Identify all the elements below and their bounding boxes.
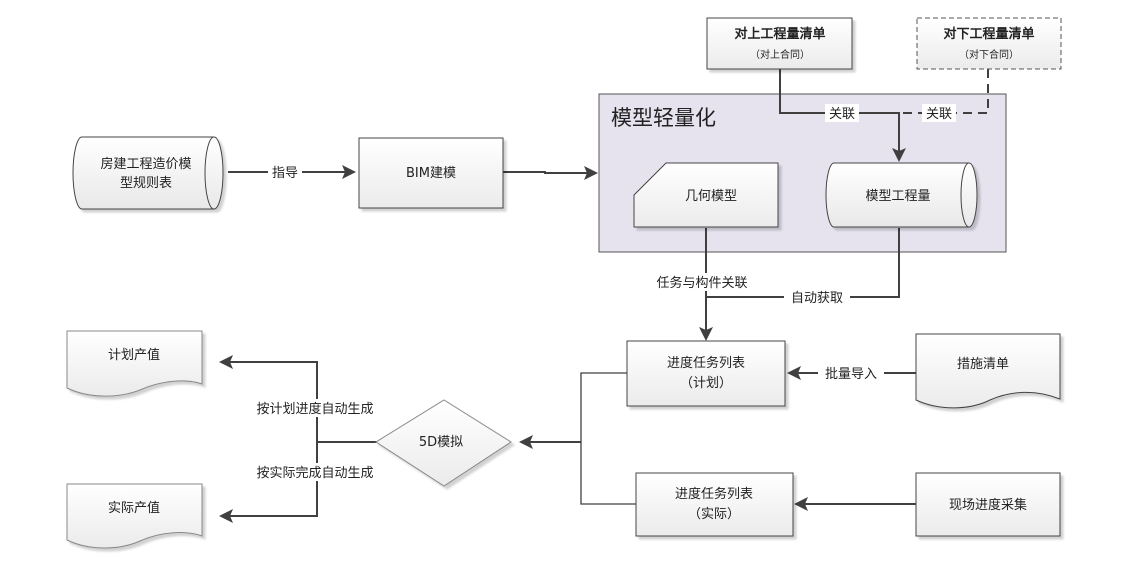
node-bim-modeling[interactable]: BIM建模 <box>358 137 504 209</box>
geometry-model-label: 几何模型 <box>685 188 737 204</box>
lower-bill-subtitle: （对下合同） <box>959 48 1019 61</box>
node-upper-bill[interactable]: 对上工程量清单 （对上合同） <box>706 17 853 70</box>
site-progress-label: 现场进度采集 <box>949 497 1027 513</box>
node-rules-table[interactable] <box>72 136 224 210</box>
edge-label-link-upper: 关联 <box>829 107 855 122</box>
edge-label-gen-by-plan: 按计划进度自动生成 <box>256 401 373 417</box>
edge-labels: 指导 关联 关联 任务与构件关联 自动获取 批量导入 按计划进度自动生成 按实际… <box>240 104 956 481</box>
5d-simulation-label: 5D模拟 <box>419 435 463 450</box>
node-5d-simulation[interactable]: 5D模拟 <box>375 399 512 487</box>
node-planned-output[interactable]: 计划产值 <box>66 330 203 397</box>
planned-output-label: 计划产值 <box>108 347 160 363</box>
bim-modeling-label: BIM建模 <box>406 166 456 181</box>
plan-task-list-label-line1: 进度任务列表 <box>667 355 745 371</box>
actual-task-list-label-line1: 进度任务列表 <box>675 486 753 502</box>
node-lower-bill[interactable]: 对下工程量清单 （对下合同） <box>916 17 1062 70</box>
container-title: 模型轻量化 <box>611 106 716 130</box>
upper-bill-subtitle: （对上合同） <box>750 48 810 61</box>
node-measures-list[interactable]: 措施清单 <box>915 333 1061 409</box>
rules-table-label-line2: 型规则表 <box>120 176 172 191</box>
measures-list-label: 措施清单 <box>957 357 1009 372</box>
edge-label-guide: 指导 <box>272 166 298 181</box>
plan-task-list-label-line2: （计划） <box>680 376 732 391</box>
edge-label-auto-fetch: 自动获取 <box>791 291 843 306</box>
node-plan-task-list[interactable]: 进度任务列表 （计划） <box>626 340 786 407</box>
edge-bim-to-container <box>503 166 598 180</box>
edge-label-task-component-link: 任务与构件关联 <box>656 275 747 291</box>
model-quantity-label: 模型工程量 <box>865 189 930 204</box>
upper-bill-title: 对上工程量清单 <box>734 26 825 42</box>
edge-label-gen-by-actual: 按实际完成自动生成 <box>256 466 373 481</box>
edge-label-batch-import: 批量导入 <box>825 367 877 382</box>
rules-table-label-line1: 房建工程造价模 <box>100 156 191 172</box>
actual-output-label: 实际产值 <box>108 500 160 516</box>
node-model-quantity[interactable]: 模型工程量 <box>825 162 978 228</box>
edge-tasks-bus <box>580 372 636 505</box>
edge-quantity-to-plan-tasks <box>706 228 900 298</box>
edge-label-link-lower: 关联 <box>926 107 952 122</box>
node-site-progress[interactable]: 现场进度采集 <box>915 472 1061 537</box>
node-actual-output[interactable]: 实际产值 <box>66 483 203 549</box>
node-geometry-model[interactable]: 几何模型 <box>633 162 779 228</box>
node-actual-task-list[interactable]: 进度任务列表 （实际） <box>635 472 794 537</box>
actual-task-list-label-line2: （实际） <box>688 507 740 522</box>
lower-bill-title: 对下工程量清单 <box>943 26 1034 42</box>
